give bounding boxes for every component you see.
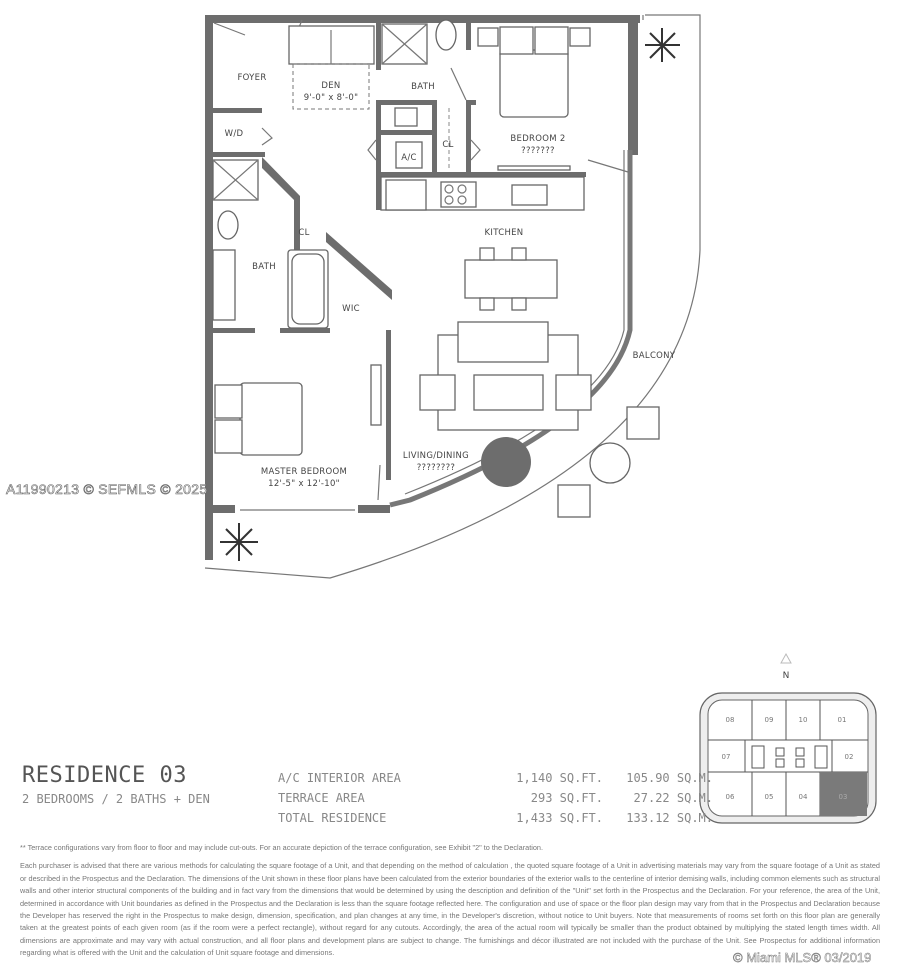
terrace-note: ** Terrace configurations vary from floo… bbox=[20, 843, 543, 852]
area-row: A/C INTERIOR AREA 1,140 SQ.FT. 105.90 SQ… bbox=[278, 771, 713, 791]
area-sqft: 1,140 SQ.FT. bbox=[516, 771, 603, 785]
armchair-left bbox=[419, 374, 456, 411]
svg-text:09: 09 bbox=[765, 716, 774, 724]
svg-text:N: N bbox=[783, 671, 790, 681]
label-wd: W/D bbox=[225, 129, 244, 139]
svg-text:05: 05 bbox=[765, 793, 774, 801]
svg-text:03: 03 bbox=[839, 793, 848, 801]
area-row: TOTAL RESIDENCE 1,433 SQ.FT. 133.12 SQ.M… bbox=[278, 811, 713, 831]
label-closet: CL bbox=[442, 140, 453, 150]
toilet-left bbox=[217, 210, 239, 240]
ac-unit bbox=[395, 141, 423, 169]
key-plate: N 08 09 10 01 07 02 06 05 04 03 bbox=[699, 652, 877, 824]
label-den-dim: 9'-0" x 8'-0" bbox=[304, 93, 359, 103]
balcony-table bbox=[589, 442, 631, 484]
label-living-dim: ???????? bbox=[417, 463, 456, 473]
area-name: A/C INTERIOR AREA bbox=[278, 771, 401, 785]
svg-text:06: 06 bbox=[726, 793, 735, 801]
coffee-table bbox=[473, 374, 544, 411]
copyright: © Miami MLS® 03/2019 bbox=[733, 950, 872, 966]
bedroom2-bed bbox=[499, 49, 569, 118]
vanity bbox=[212, 249, 236, 321]
balcony-outline bbox=[204, 14, 701, 579]
master-bed bbox=[239, 382, 303, 456]
kitchen-sink bbox=[511, 184, 548, 206]
label-bedroom2-dim: ??????? bbox=[521, 146, 555, 156]
area-table: A/C INTERIOR AREA 1,140 SQ.FT. 105.90 SQ… bbox=[278, 771, 713, 831]
area-name: TERRACE AREA bbox=[278, 791, 365, 805]
label-bath: BATH bbox=[411, 82, 435, 92]
label-ac: A/C bbox=[401, 153, 417, 163]
svg-text:01: 01 bbox=[838, 716, 847, 724]
label-den: DEN bbox=[321, 81, 340, 91]
balcony-chair bbox=[557, 484, 591, 518]
north-arrow-icon bbox=[780, 652, 792, 664]
disclaimer: ** Terrace configurations vary from floo… bbox=[20, 842, 880, 966]
plant-icon bbox=[645, 28, 680, 62]
disclaimer-text: Each purchaser is advised that there are… bbox=[20, 861, 880, 958]
area-row: TERRACE AREA 293 SQ.FT. 27.22 SQ.M. bbox=[278, 791, 713, 811]
label-living-dining: LIVING/DINING bbox=[403, 451, 469, 461]
watermark: A11990213 © SEFMLS © 2025 bbox=[6, 481, 208, 498]
dining-table bbox=[464, 259, 558, 299]
balcony-chair bbox=[626, 406, 660, 440]
area-sqft: 293 SQ.FT. bbox=[530, 791, 603, 805]
label-bedroom2: BEDROOM 2 bbox=[510, 134, 565, 144]
svg-text:04: 04 bbox=[799, 793, 808, 801]
area-sqft: 1,433 SQ.FT. bbox=[516, 811, 603, 825]
label-master-bedroom: MASTER BEDROOM bbox=[261, 467, 347, 477]
plant-icon bbox=[220, 523, 258, 561]
master-tv bbox=[370, 364, 382, 426]
residence-subtitle: 2 BEDROOMS / 2 BATHS + DEN bbox=[22, 792, 210, 806]
label-kitchen: KITCHEN bbox=[485, 228, 524, 238]
area-sqm: 105.90 SQ.M. bbox=[626, 771, 713, 785]
svg-text:07: 07 bbox=[722, 753, 731, 761]
svg-text:10: 10 bbox=[799, 716, 808, 724]
living-sofa bbox=[457, 321, 549, 363]
label-foyer: FOYER bbox=[237, 73, 266, 83]
den-area bbox=[292, 63, 370, 110]
label-balcony: BALCONY bbox=[633, 351, 676, 361]
unit-03-highlight bbox=[820, 772, 867, 816]
round-table bbox=[481, 437, 531, 487]
label-bath: BATH bbox=[252, 262, 276, 272]
residence-title: RESIDENCE 03 bbox=[22, 763, 187, 788]
label-master-dim: 12'-5" x 12'-10" bbox=[268, 479, 340, 489]
svg-text:08: 08 bbox=[726, 716, 735, 724]
area-sqm: 27.22 SQ.M. bbox=[633, 791, 713, 805]
toilet-top bbox=[435, 19, 457, 51]
label-closet: CL bbox=[298, 228, 309, 238]
area-sqm: 133.12 SQ.M. bbox=[626, 811, 713, 825]
armchair-right bbox=[555, 374, 592, 411]
label-wic: WIC bbox=[342, 304, 360, 314]
area-name: TOTAL RESIDENCE bbox=[278, 811, 387, 825]
svg-text:02: 02 bbox=[845, 753, 854, 761]
